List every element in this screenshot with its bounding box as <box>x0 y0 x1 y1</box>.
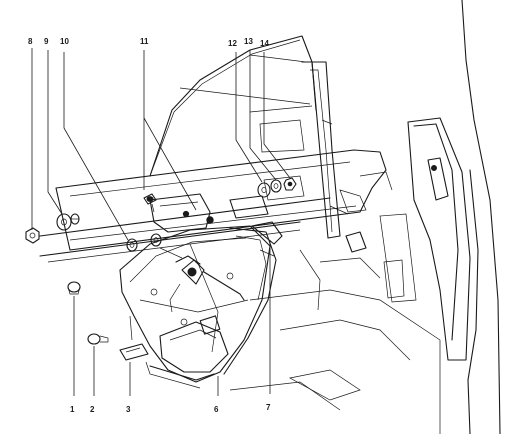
callout-3: 3 <box>126 405 131 414</box>
part-10-nut <box>70 213 80 225</box>
regulator-mounting-plate <box>119 225 271 383</box>
washer-stack-left <box>126 233 162 252</box>
callout-14: 14 <box>260 39 269 48</box>
callout-7: 7 <box>266 403 271 412</box>
part-9-washer <box>56 213 72 231</box>
part-13-washer <box>270 179 282 193</box>
callout-8: 8 <box>28 37 33 46</box>
part-2-screw <box>87 333 109 345</box>
b-pillar-body-panel <box>379 0 501 434</box>
leader-lines <box>31 48 291 396</box>
door-inner-panel <box>39 105 393 263</box>
callout-11: 11 <box>140 37 149 46</box>
callout-2: 2 <box>90 405 95 414</box>
window-glass <box>149 35 317 177</box>
callout-13: 13 <box>244 37 253 46</box>
part-1-grommet <box>67 281 81 295</box>
callout-1: 1 <box>70 405 75 414</box>
part-14-nut <box>283 177 297 191</box>
part-3-clip <box>119 315 149 361</box>
part-11-bolt <box>143 193 157 213</box>
regulator-guide-rail <box>223 221 283 375</box>
floor-rocker-section <box>229 249 441 434</box>
regulator-lift-arm <box>159 247 245 313</box>
callout-9: 9 <box>44 37 49 46</box>
part-8-nut <box>25 227 40 244</box>
callout-6: 6 <box>214 405 219 414</box>
regulator-motor <box>145 315 229 389</box>
part-12-washer <box>257 182 271 198</box>
callout-10: 10 <box>60 37 69 46</box>
window-run-channel <box>301 61 341 239</box>
callout-12: 12 <box>228 39 237 48</box>
